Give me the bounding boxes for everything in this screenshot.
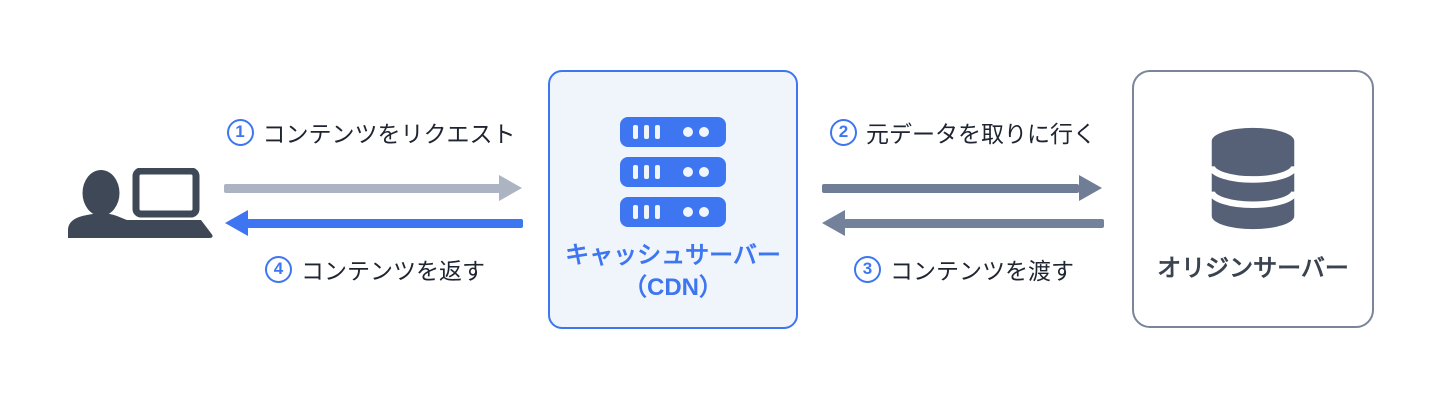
user-head <box>82 170 120 216</box>
request-arrow-head-right <box>499 175 522 201</box>
server-unit-2 <box>620 157 726 187</box>
cache-server-title-line2: （CDN） <box>622 274 723 301</box>
step-2-number-badge: 2 <box>830 118 857 146</box>
cache-server-node: キャッシュサーバー （CDN） <box>548 70 798 329</box>
return-content-arrow-shaft <box>247 219 523 228</box>
origin-server-title: オリジンサーバー <box>1157 255 1349 282</box>
server-unit-1 <box>620 117 726 147</box>
user-laptop-icon <box>68 168 213 238</box>
flow-step-3-label: 3 コンテンツを渡す <box>830 253 1098 285</box>
database-divider-1 <box>1208 165 1298 183</box>
server-stack-icon <box>620 117 726 227</box>
flow-step-1-label: 1 コンテンツをリクエスト <box>218 116 524 148</box>
step-4-number-badge: 4 <box>265 255 292 283</box>
step-1-text: コンテンツをリクエスト <box>262 121 516 147</box>
laptop-screen <box>132 168 200 218</box>
deliver-arrow-shaft <box>844 219 1104 228</box>
return-content-arrow-head-left <box>225 210 248 236</box>
flow-step-4-label: 4 コンテンツを返す <box>230 253 520 285</box>
step-3-text: コンテンツを渡す <box>890 258 1074 284</box>
step-3-number-badge: 3 <box>854 255 881 283</box>
request-arrow-shaft <box>224 184 500 193</box>
database-divider-2 <box>1208 191 1298 209</box>
flow-step-2-label: 2 元データを取りに行く <box>816 116 1110 148</box>
database-icon <box>1208 127 1298 230</box>
fetch-origin-arrow-head-right <box>1079 175 1102 201</box>
user-body-laptop-base <box>68 213 213 238</box>
deliver-arrow-head-left <box>822 210 845 236</box>
step-1-number-badge: 1 <box>226 118 254 146</box>
origin-server-node: オリジンサーバー <box>1132 70 1374 328</box>
step-2-text: 元データを取りに行く <box>866 121 1096 147</box>
cache-server-title-line1: キャッシュサーバー <box>565 242 781 269</box>
fetch-origin-arrow-shaft <box>822 184 1079 193</box>
step-4-text: コンテンツを返す <box>301 258 485 284</box>
server-unit-3 <box>620 197 726 227</box>
cache-server-title: キャッシュサーバー （CDN） <box>565 240 781 304</box>
